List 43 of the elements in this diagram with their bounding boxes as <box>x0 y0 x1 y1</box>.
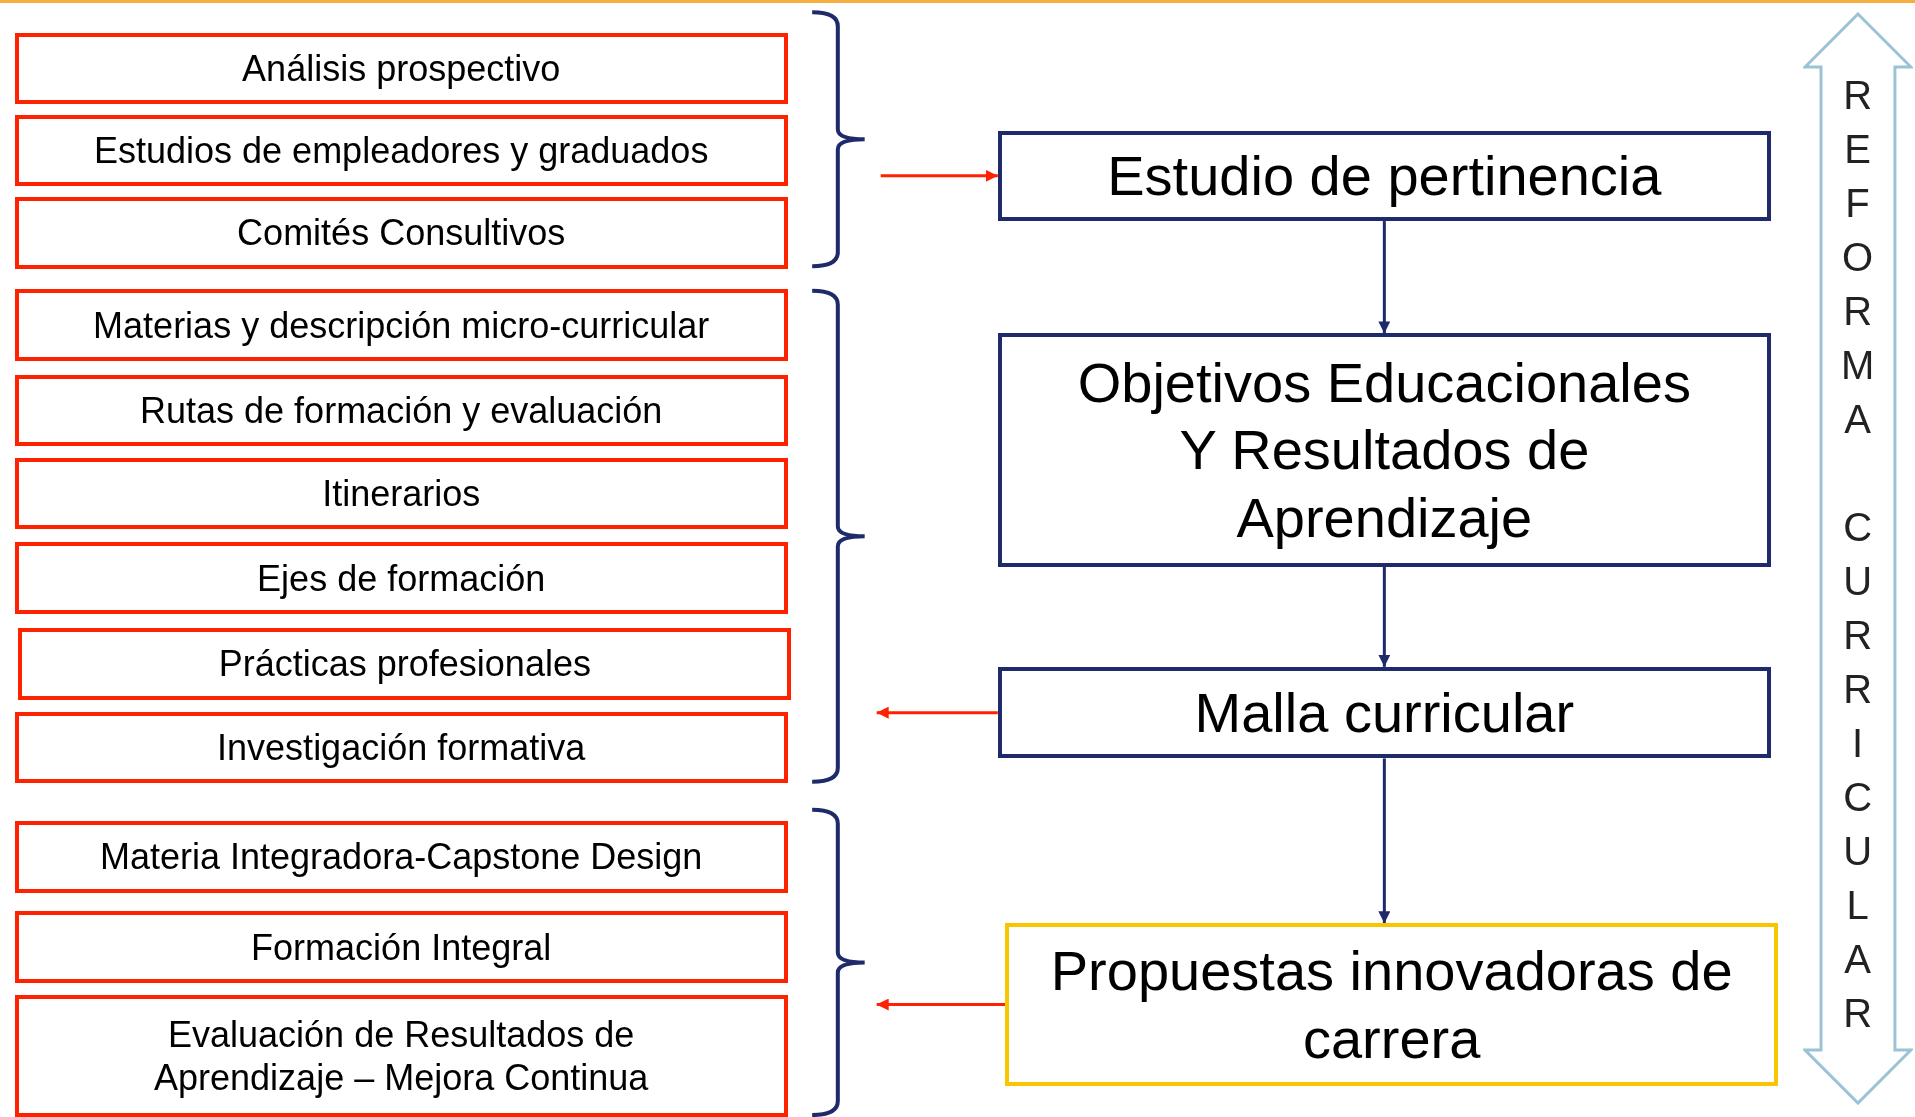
box-label: Itinerarios <box>321 471 482 515</box>
box-label: Objetivos Educacionales Y Resultados de Aprendizaje <box>1076 350 1692 551</box>
process-box <box>997 666 1771 759</box>
box-label: Materia Integradora-Capstone Design <box>99 835 704 879</box>
box-label: Malla curricular <box>1193 680 1576 747</box>
topic-box <box>14 820 788 893</box>
bracket <box>812 288 867 784</box>
box-label: Estudios de empleadores y graduados <box>93 128 710 172</box>
box-label: Comités Consultivos <box>236 211 567 255</box>
bracket <box>812 807 867 1117</box>
vertical-label: REFORMA CURRICULAR <box>1837 72 1878 1045</box>
box-label: Evaluación de Resultados de Aprendizaje – Mejora Continua <box>153 1013 650 1100</box>
topic-box <box>14 289 788 362</box>
topic-box <box>18 627 792 700</box>
box-label: Análisis prospectivo <box>241 46 562 90</box>
topic-box <box>14 458 788 529</box>
topic-box <box>14 911 788 984</box>
arrow <box>880 169 998 182</box>
box-label: Prácticas profesionales <box>217 642 592 686</box>
arrow <box>1378 758 1391 924</box>
bracket <box>812 10 867 269</box>
topic-box <box>14 995 788 1117</box>
process-box <box>997 333 1771 567</box>
topic-box <box>14 114 788 186</box>
double-arrow <box>1802 12 1913 1106</box>
arrow <box>876 998 1006 1011</box>
box-label: Ejes de formación <box>256 556 547 600</box>
box-label: Materias y descripción micro-curricular <box>92 303 711 348</box>
arrow <box>1378 221 1391 334</box>
topic-box <box>14 32 788 104</box>
topic-box <box>14 196 788 269</box>
box-label: Investigación formativa <box>216 725 587 769</box>
topic-box <box>14 542 788 615</box>
topic-box <box>14 374 788 446</box>
box-label: Propuestas innovadoras de carrera <box>1049 938 1734 1072</box>
box-label: Rutas de formación y evaluación <box>139 388 664 432</box>
process-box <box>997 130 1771 222</box>
box-label: Estudio de pertinencia <box>1106 143 1663 210</box>
topic-box <box>14 712 788 783</box>
arrow <box>1378 566 1391 667</box>
box-label: Formación Integral <box>250 925 553 969</box>
arrow <box>876 706 998 719</box>
process-box <box>1005 923 1779 1086</box>
